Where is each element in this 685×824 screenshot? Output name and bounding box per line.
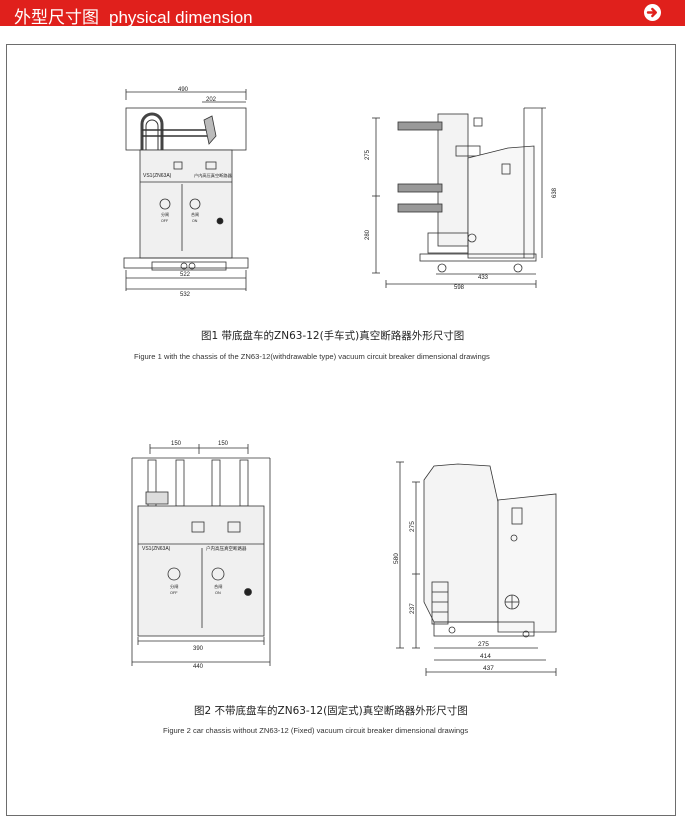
- fig1-nameplate: 户内高压真空断路器: [194, 172, 233, 179]
- fig2-dim-inner: 390: [193, 646, 204, 652]
- section-title-cn: 外型尺寸图: [14, 8, 99, 28]
- fig1-off-en: OFF: [161, 219, 169, 223]
- fig2-caption-en: Figure 2 car chassis without ZN63-12 (Fi…: [163, 726, 469, 735]
- fig2-on-en: ON: [215, 591, 221, 595]
- fig2-dim-upper: 275: [409, 521, 416, 532]
- fig2-on-cn: 合闸: [214, 583, 222, 590]
- fig2-dim-top-right: 150: [218, 441, 229, 447]
- fig2-dim-lower: 237: [409, 603, 416, 614]
- fig1-dim-upper: 275: [365, 149, 371, 160]
- fig1-dim-bottom-inner: 522: [180, 272, 191, 278]
- arrow-right-circle-icon[interactable]: [644, 4, 661, 21]
- section-title: 外型尺寸图 physical dimension: [14, 3, 253, 28]
- fig1-caption-cn: 图1 带底盘车的ZN63-12(手车式)真空断路器外形尺寸图: [201, 330, 465, 342]
- fig2-caption-cn: 图2 不带底盘车的ZN63-12(固定式)真空断路器外形尺寸图: [194, 705, 468, 717]
- fig2-dim-height: 580: [393, 553, 400, 564]
- fig2-off-en: OFF: [170, 591, 178, 595]
- fig1-model-label: VS1(ZN63A): [143, 173, 172, 179]
- fig2-side-view: 580 275 237 275 414 437: [393, 461, 557, 676]
- fig1-dim-width: 598: [454, 285, 465, 290]
- fig1-front-view: 490 202 VS1(ZN63A) 户内高压真空断路器 分闸 OFF 合闸 O…: [123, 87, 249, 298]
- fig2-off-cn: 分闸: [170, 583, 178, 590]
- fig2-model-label: VS1(ZN63A): [142, 546, 171, 552]
- fig1-dim-top-inner: 202: [206, 97, 217, 103]
- fig1-off-cn: 分闸: [161, 211, 169, 217]
- fig2-dim-w3: 437: [483, 665, 494, 672]
- fig1-dim-lower: 280: [365, 229, 371, 240]
- fig1-dim-height: 638: [552, 187, 558, 198]
- fig2-dim-w2: 414: [480, 653, 491, 660]
- drawing-frame: [6, 44, 676, 816]
- fig1-caption-en: Figure 1 with the chassis of the ZN63-12…: [134, 352, 490, 361]
- fig1-on-en: ON: [192, 219, 198, 223]
- fig1-dim-inner: 433: [478, 275, 489, 281]
- fig1-dim-top: 490: [178, 87, 189, 93]
- fig2-nameplate: 户内高压真空断路器: [206, 545, 247, 552]
- fig2-dim-w1: 275: [478, 641, 489, 648]
- fig2-dim-top-left: 150: [171, 441, 182, 447]
- fig2-front-view: 150 150 VS1(ZN63A) 户内高压真空断路器 分闸 OFF 合闸 O…: [131, 441, 271, 670]
- section-header: 外型尺寸图 physical dimension: [0, 0, 685, 28]
- fig1-on-cn: 合闸: [191, 211, 199, 217]
- fig1-dim-bottom: 532: [180, 292, 191, 298]
- fig1-side-view: 275 280 638 433 598: [365, 107, 558, 290]
- fig2-dim-width: 440: [193, 664, 204, 670]
- section-title-en: physical dimension: [109, 8, 253, 27]
